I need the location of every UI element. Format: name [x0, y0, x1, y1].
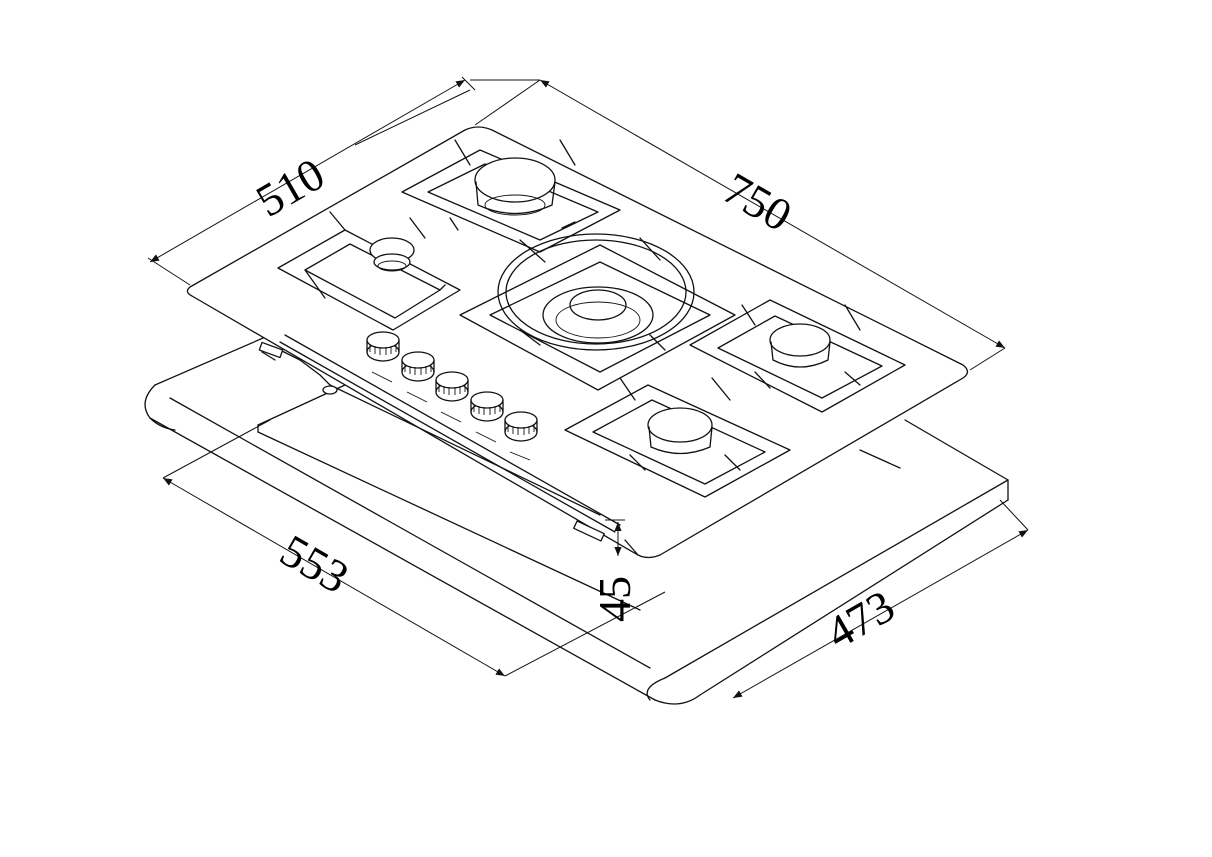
- knob-4: [470, 391, 504, 422]
- dim-label-473: 473: [818, 580, 903, 659]
- control-knobs: [366, 331, 538, 461]
- knob-3: [435, 371, 469, 402]
- knob-1: [366, 331, 400, 362]
- knob-2: [401, 351, 435, 382]
- knob-5: [504, 411, 538, 442]
- knob-markings: [371, 371, 531, 461]
- dim-label-45: 45: [589, 576, 640, 622]
- dim-label-553: 553: [272, 524, 357, 603]
- dimension-lines: [147, 76, 1029, 699]
- burner-front: [564, 377, 791, 498]
- dim-label-750: 750: [715, 162, 800, 241]
